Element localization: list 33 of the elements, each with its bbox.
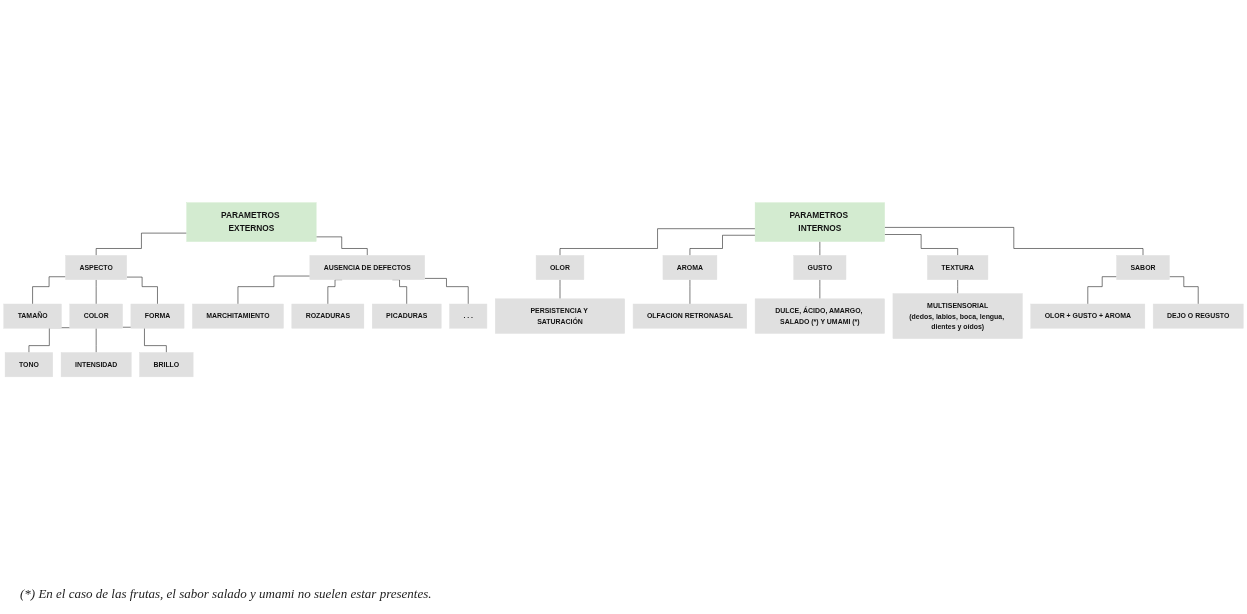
connector: [315, 236, 368, 256]
connector: [689, 235, 756, 256]
connector: [126, 277, 158, 305]
node-box: [139, 352, 194, 378]
node-box: [60, 352, 132, 378]
node-box: [4, 352, 53, 378]
node-box: [662, 255, 718, 281]
footnote: (*) En el caso de las frutas, el sabor salado y umami no suelen estar presentes.: [20, 586, 433, 602]
node-box: [793, 255, 847, 281]
node-box: [1030, 304, 1146, 329]
node-box: [291, 304, 365, 329]
node-box: [535, 255, 585, 281]
node-box: [892, 293, 1023, 340]
node-box: [130, 304, 185, 329]
node-box: [754, 298, 885, 334]
connector: [95, 233, 187, 256]
node-box: [186, 202, 317, 242]
node-box: [309, 255, 425, 281]
connector: [884, 227, 1144, 256]
node-box: [1116, 255, 1170, 281]
node-box: [927, 255, 989, 281]
connector: [559, 228, 756, 256]
node-box: [754, 202, 885, 242]
node-box: [495, 298, 625, 334]
connector: [884, 234, 958, 256]
node-box: [1152, 304, 1244, 329]
node-box: [371, 304, 442, 329]
node-box: [3, 304, 62, 329]
node-box: [632, 304, 747, 329]
node-box: [69, 304, 123, 329]
node-box: [449, 304, 488, 329]
node-box: [65, 255, 127, 281]
node-box: [192, 304, 284, 329]
